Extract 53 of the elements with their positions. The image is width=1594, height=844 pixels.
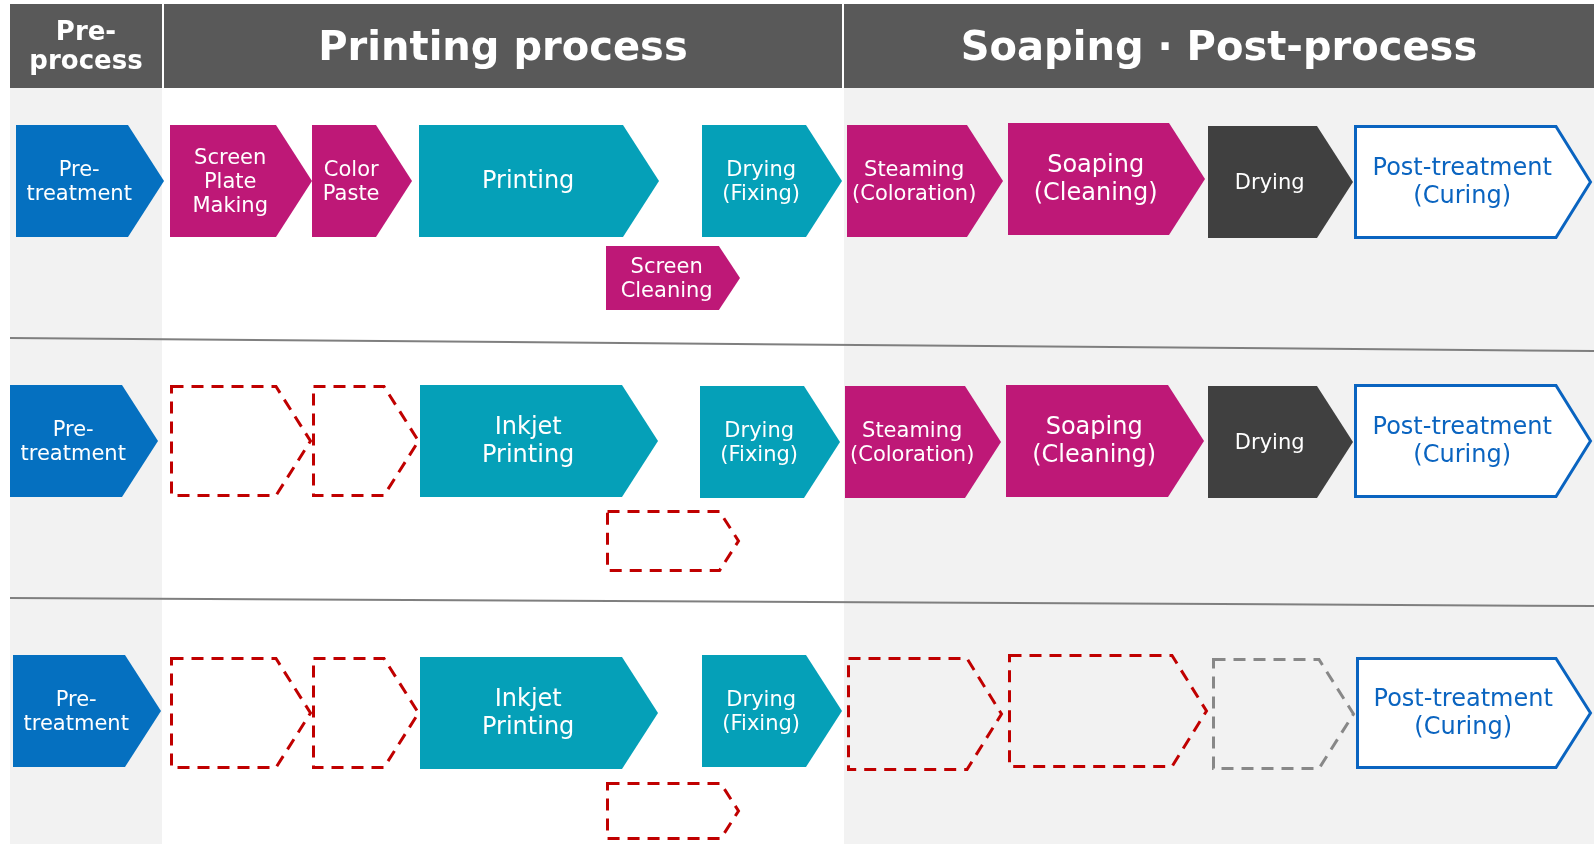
step-label: Steaming (Coloration) — [849, 416, 976, 468]
step-label: Post-treatment (Curing) — [1371, 411, 1553, 470]
empty-step-outline — [170, 385, 312, 497]
empty-step-outline — [606, 782, 740, 840]
step-label: Post-treatment (Curing) — [1372, 683, 1554, 742]
step-label: Drying (Fixing) — [721, 155, 802, 207]
empty-step-outline — [312, 385, 420, 497]
process-step — [170, 125, 312, 237]
step-label: Pre-treatment — [19, 415, 127, 467]
process-step — [13, 655, 161, 767]
empty-step-outline — [606, 510, 740, 572]
process-step — [16, 125, 164, 237]
process-step — [1356, 657, 1592, 769]
step-label: Drying (Fixing) — [721, 685, 802, 737]
step-label: Inkjet Printing — [481, 411, 576, 470]
empty-step-outline — [1008, 654, 1208, 768]
column-header: Printing process — [164, 4, 842, 88]
process-step — [1006, 385, 1204, 497]
empty-step-outline — [312, 657, 420, 769]
process-step — [1208, 386, 1353, 498]
step-label: Color Paste — [321, 155, 381, 207]
step-label: Soaping (Cleaning) — [1032, 149, 1159, 208]
process-step — [1354, 384, 1592, 498]
empty-step-outline — [170, 657, 312, 769]
column-header: Pre-process — [10, 4, 162, 88]
process-step — [702, 655, 842, 767]
process-step — [845, 386, 1001, 498]
step-label: Post-treatment (Curing) — [1371, 152, 1553, 211]
process-step — [420, 657, 658, 769]
step-label: Steaming (Coloration) — [851, 155, 978, 207]
process-step — [419, 125, 659, 237]
process-step — [312, 125, 412, 237]
step-label: Inkjet Printing — [481, 683, 576, 742]
process-step — [1354, 125, 1592, 239]
step-label: Screen Plate Making — [191, 143, 269, 220]
process-step — [847, 125, 1003, 237]
process-step — [700, 386, 840, 498]
empty-step-outline — [847, 657, 1003, 771]
process-step — [702, 125, 842, 237]
process-step — [1208, 126, 1353, 238]
step-label: Pre-treatment — [25, 155, 133, 207]
process-step — [1008, 123, 1205, 235]
step-label: Drying — [1233, 168, 1306, 196]
process-step — [420, 385, 658, 497]
step-label: Drying (Fixing) — [719, 416, 800, 468]
step-label: Soaping (Cleaning) — [1031, 411, 1158, 470]
step-label: Drying — [1233, 428, 1306, 456]
step-label: Pre-treatment — [22, 685, 130, 737]
column-header: Soaping · Post-process — [844, 4, 1594, 88]
step-label: Printing — [481, 165, 576, 197]
process-step — [606, 246, 740, 310]
step-label: Screen Cleaning — [619, 252, 714, 304]
process-step — [10, 385, 158, 497]
